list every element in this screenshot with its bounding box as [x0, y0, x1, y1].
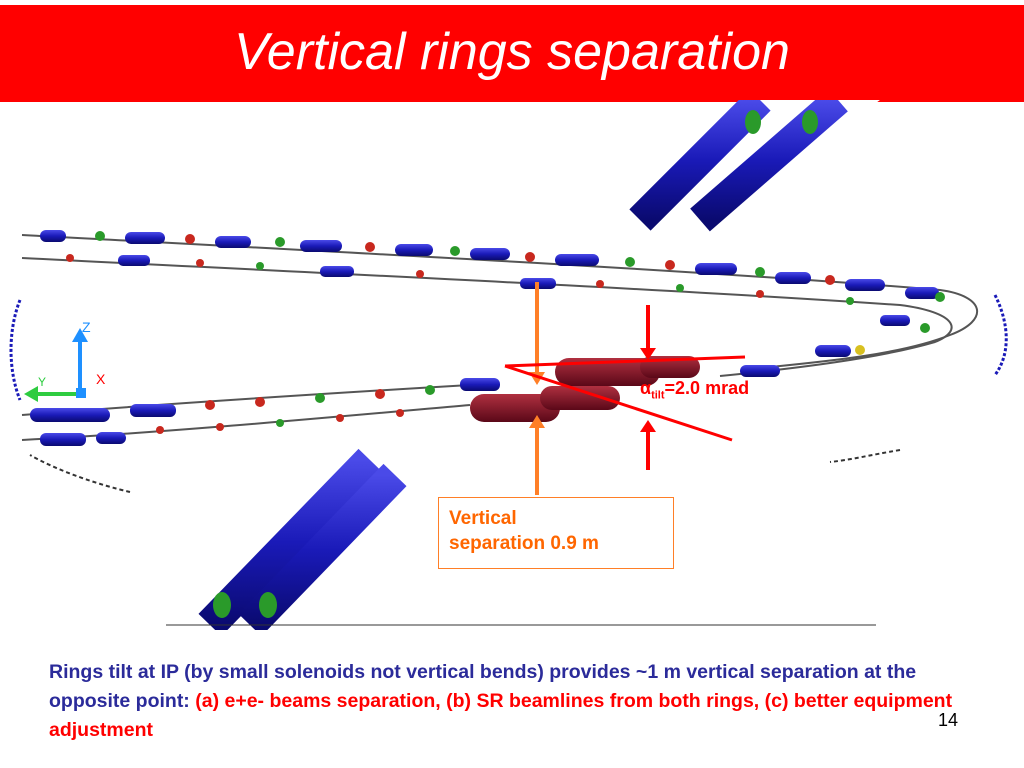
lower-ring	[21, 378, 500, 446]
title-bar	[0, 5, 1024, 102]
separation-callout: Vertical separation 0.9 m	[438, 497, 674, 569]
caption-part-1: Rings tilt at IP (by small solenoids not…	[49, 661, 917, 712]
alpha-subscript: tilt	[651, 389, 665, 402]
z-axis-label: Z	[82, 319, 91, 335]
caption-part-2: (a) e+e- beams separation, (b) SR beamli…	[49, 690, 953, 741]
callout-line-2: separation 0.9 m	[449, 533, 599, 554]
alpha-symbol: α	[640, 378, 652, 398]
x-axis-icon: X	[96, 371, 106, 387]
y-axis-label: Y	[38, 375, 46, 389]
upper-ring	[21, 230, 979, 377]
ring-diagram: Z Y X	[9, 100, 1008, 630]
lower-straight-section	[166, 448, 876, 630]
callout-line-1: Vertical	[449, 508, 517, 529]
axis-triad	[24, 328, 88, 402]
tilt-arrow-icon	[504, 305, 746, 470]
slide-caption: Rings tilt at IP (by small solenoids not…	[49, 658, 969, 745]
ip-solenoids	[470, 356, 700, 422]
alpha-value: =2.0 mrad	[664, 378, 750, 398]
upper-straight-section	[622, 100, 880, 232]
slide-title: Vertical rings separation	[234, 23, 790, 81]
tilt-angle-label: αtilt=2.0 mrad	[640, 378, 749, 402]
page-number: 14	[938, 710, 959, 730]
separation-arrows	[529, 282, 545, 495]
